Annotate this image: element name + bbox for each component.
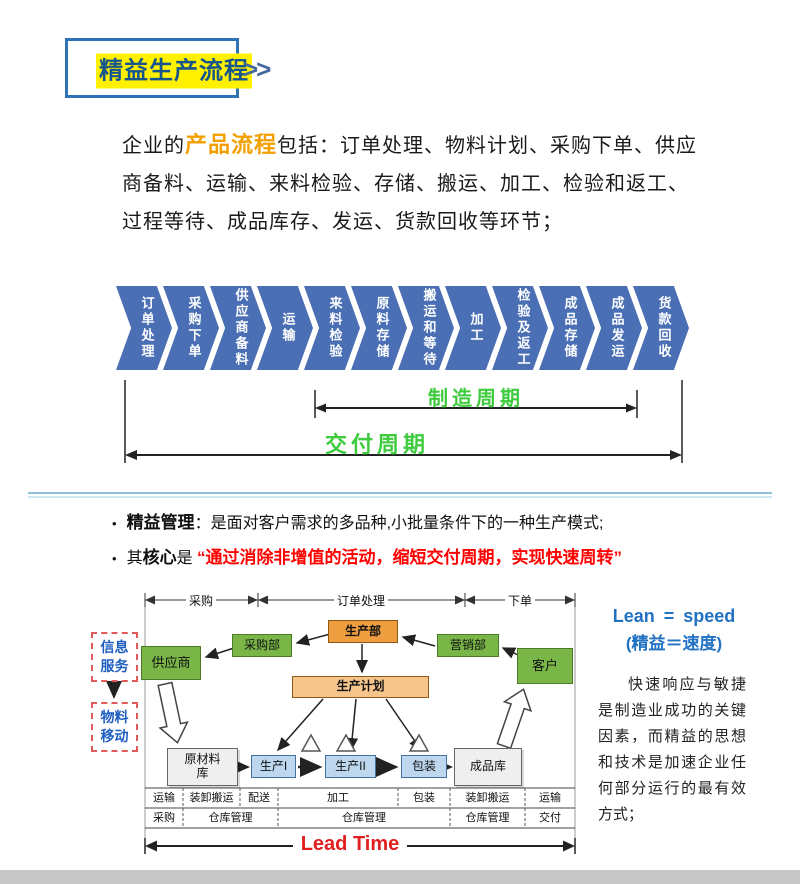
finished-store-box: 成品库 [454,748,522,786]
bullet-mid: 是 [176,550,198,567]
process-step-label: 成品存储 [562,296,578,360]
lead-time-text: Lead Time [292,833,408,855]
process-step-label: 成品发运 [609,296,625,360]
process-step-label: 货款回收 [656,296,672,360]
process-step-label: 采购下单 [186,296,202,360]
packing-box: 包装 [401,755,447,778]
rail-cell: 采购 [153,812,175,824]
purchasing-box: 采购部 [232,634,292,657]
section-divider [28,492,772,498]
page-title-text: 精益生产流程 [96,53,252,89]
intro-body: 包括：订单处理、物料计划、采购下单、供应商备料、运输、来料检验、存储、搬运、加工… [122,135,698,233]
title-box: 精益生产流程 [65,38,252,98]
supplier-box: 供应商 [141,646,201,680]
measure-label-text: 下单 [504,594,535,608]
raw-material-store-label: 原材料库 [184,752,221,780]
lead-time-label: Lead Time [265,833,435,856]
bullet-prefix: 其 [126,550,143,567]
intro-paragraph: 企业的产品流程包括：订单处理、物料计划、采购下单、供应商备料、运输、来料检验、存… [122,126,700,241]
production-plan-label: 生产计划 [336,679,385,694]
diagram-connectors [106,593,576,854]
process-step-label: 检验及返工 [515,288,531,368]
rail-cell: 装卸搬运 [189,792,234,804]
rail-cell: 运输 [539,792,561,804]
customer-label: 客户 [531,657,558,673]
production-label: 生产部 [344,623,381,638]
page-title: 精益生产流程 [96,51,252,89]
lean-speed-heading: Lean = speed (精益＝速度) [598,606,750,654]
measure-label-text: 采购 [185,594,216,608]
rail-cell: 装卸搬运 [465,792,510,804]
customer-box: 客户 [517,648,573,684]
info-service-text: 信息服务 [100,639,129,674]
bullet-bold-term: 核心 [142,548,177,567]
process-step: 订单处理 [116,286,172,370]
measure-procurement: 采购 [163,592,239,609]
manufacturing-cycle-label: 制造周期 [428,388,524,410]
process-flow-band: 订单处理 采购下单 供应商备料 运输 来料检验 原料存储 搬运和等待 加工 检验… [116,286,689,370]
finished-store-label: 成品库 [469,759,506,774]
marketing-box: 营销部 [437,634,499,657]
packing-label: 包装 [411,758,436,773]
production-plan-box: 生产计划 [292,676,429,698]
production2-label: 生产II [335,758,366,773]
process-step-label: 供应商备料 [233,288,249,368]
process-step-label: 加工 [468,312,484,344]
bullet-marker: • [112,551,117,566]
purchasing-label: 采购部 [243,637,280,652]
production-box: 生产部 [328,620,398,643]
info-service-label: 信息服务 [91,632,138,682]
process-step-label: 订单处理 [139,296,155,360]
bullet-text: ：是面对客户需求的多品种,小批量条件下的一种生产模式; [194,515,604,532]
measure-label-text: 订单处理 [333,594,388,608]
measure-place-order: 下单 [482,592,558,609]
bullet-bold-term: 精益管理 [126,513,195,532]
rail-cell: 仓库管理 [208,812,253,824]
bullet-lean-management: • 精益管理：是面对客户需求的多品种,小批量条件下的一种生产模式; [112,508,603,533]
bullet-red-quote: “通过消除非增值的活动，缩短交付周期，实现快速周转” [197,548,623,567]
rail-cell: 仓库管理 [465,812,510,824]
rail-cell: 包装 [413,792,435,804]
process-step-label: 运输 [280,312,296,344]
lean-speed-line2: (精益＝速度) [625,634,723,653]
rail-cell: 运输 [153,792,175,804]
vsm-diagram: 采购 订单处理 下单 信息服务 物料移动 供应商 采购部 生产部 营销部 客户 … [85,588,590,866]
cycle-arrows [124,380,683,463]
production2-box: 生产II [325,755,376,778]
rail-cell: 配送 [248,792,270,804]
intro-prefix: 企业的 [122,135,185,157]
process-step-label: 原料存储 [374,296,390,360]
rail-cell: 交付 [539,812,561,824]
supplier-label: 供应商 [151,654,191,670]
process-step-label: 搬运和等待 [421,288,437,368]
production1-box: 生产I [251,755,296,778]
aside-paragraph: 快速响应与敏捷是制造业成功的关键因素，而精益的思想和技术是加速企业任何部分运行的… [598,676,746,823]
rail-cell: 加工 [327,792,349,804]
delivery-cycle-label: 交付周期 [324,432,429,457]
intro-highlight: 产品流程 [185,132,278,157]
production1-label: 生产I [259,758,288,773]
measure-order-processing: 订单处理 [321,592,401,609]
bottom-bar [0,870,800,884]
title-more-chevrons: >> [243,54,271,84]
process-step-label: 来料检验 [327,296,343,360]
raw-material-store-box: 原材料库 [167,748,238,786]
marketing-label: 营销部 [449,637,486,652]
bullet-core: • 其核心是 “通过消除非增值的活动，缩短交付周期，实现快速周转” [112,543,622,568]
rail-cell: 仓库管理 [342,812,386,824]
material-move-text: 物料移动 [100,709,129,744]
material-move-label: 物料移动 [91,702,138,752]
bullet-marker: • [112,516,117,531]
lean-speed-line1: Lean = speed [612,606,736,626]
